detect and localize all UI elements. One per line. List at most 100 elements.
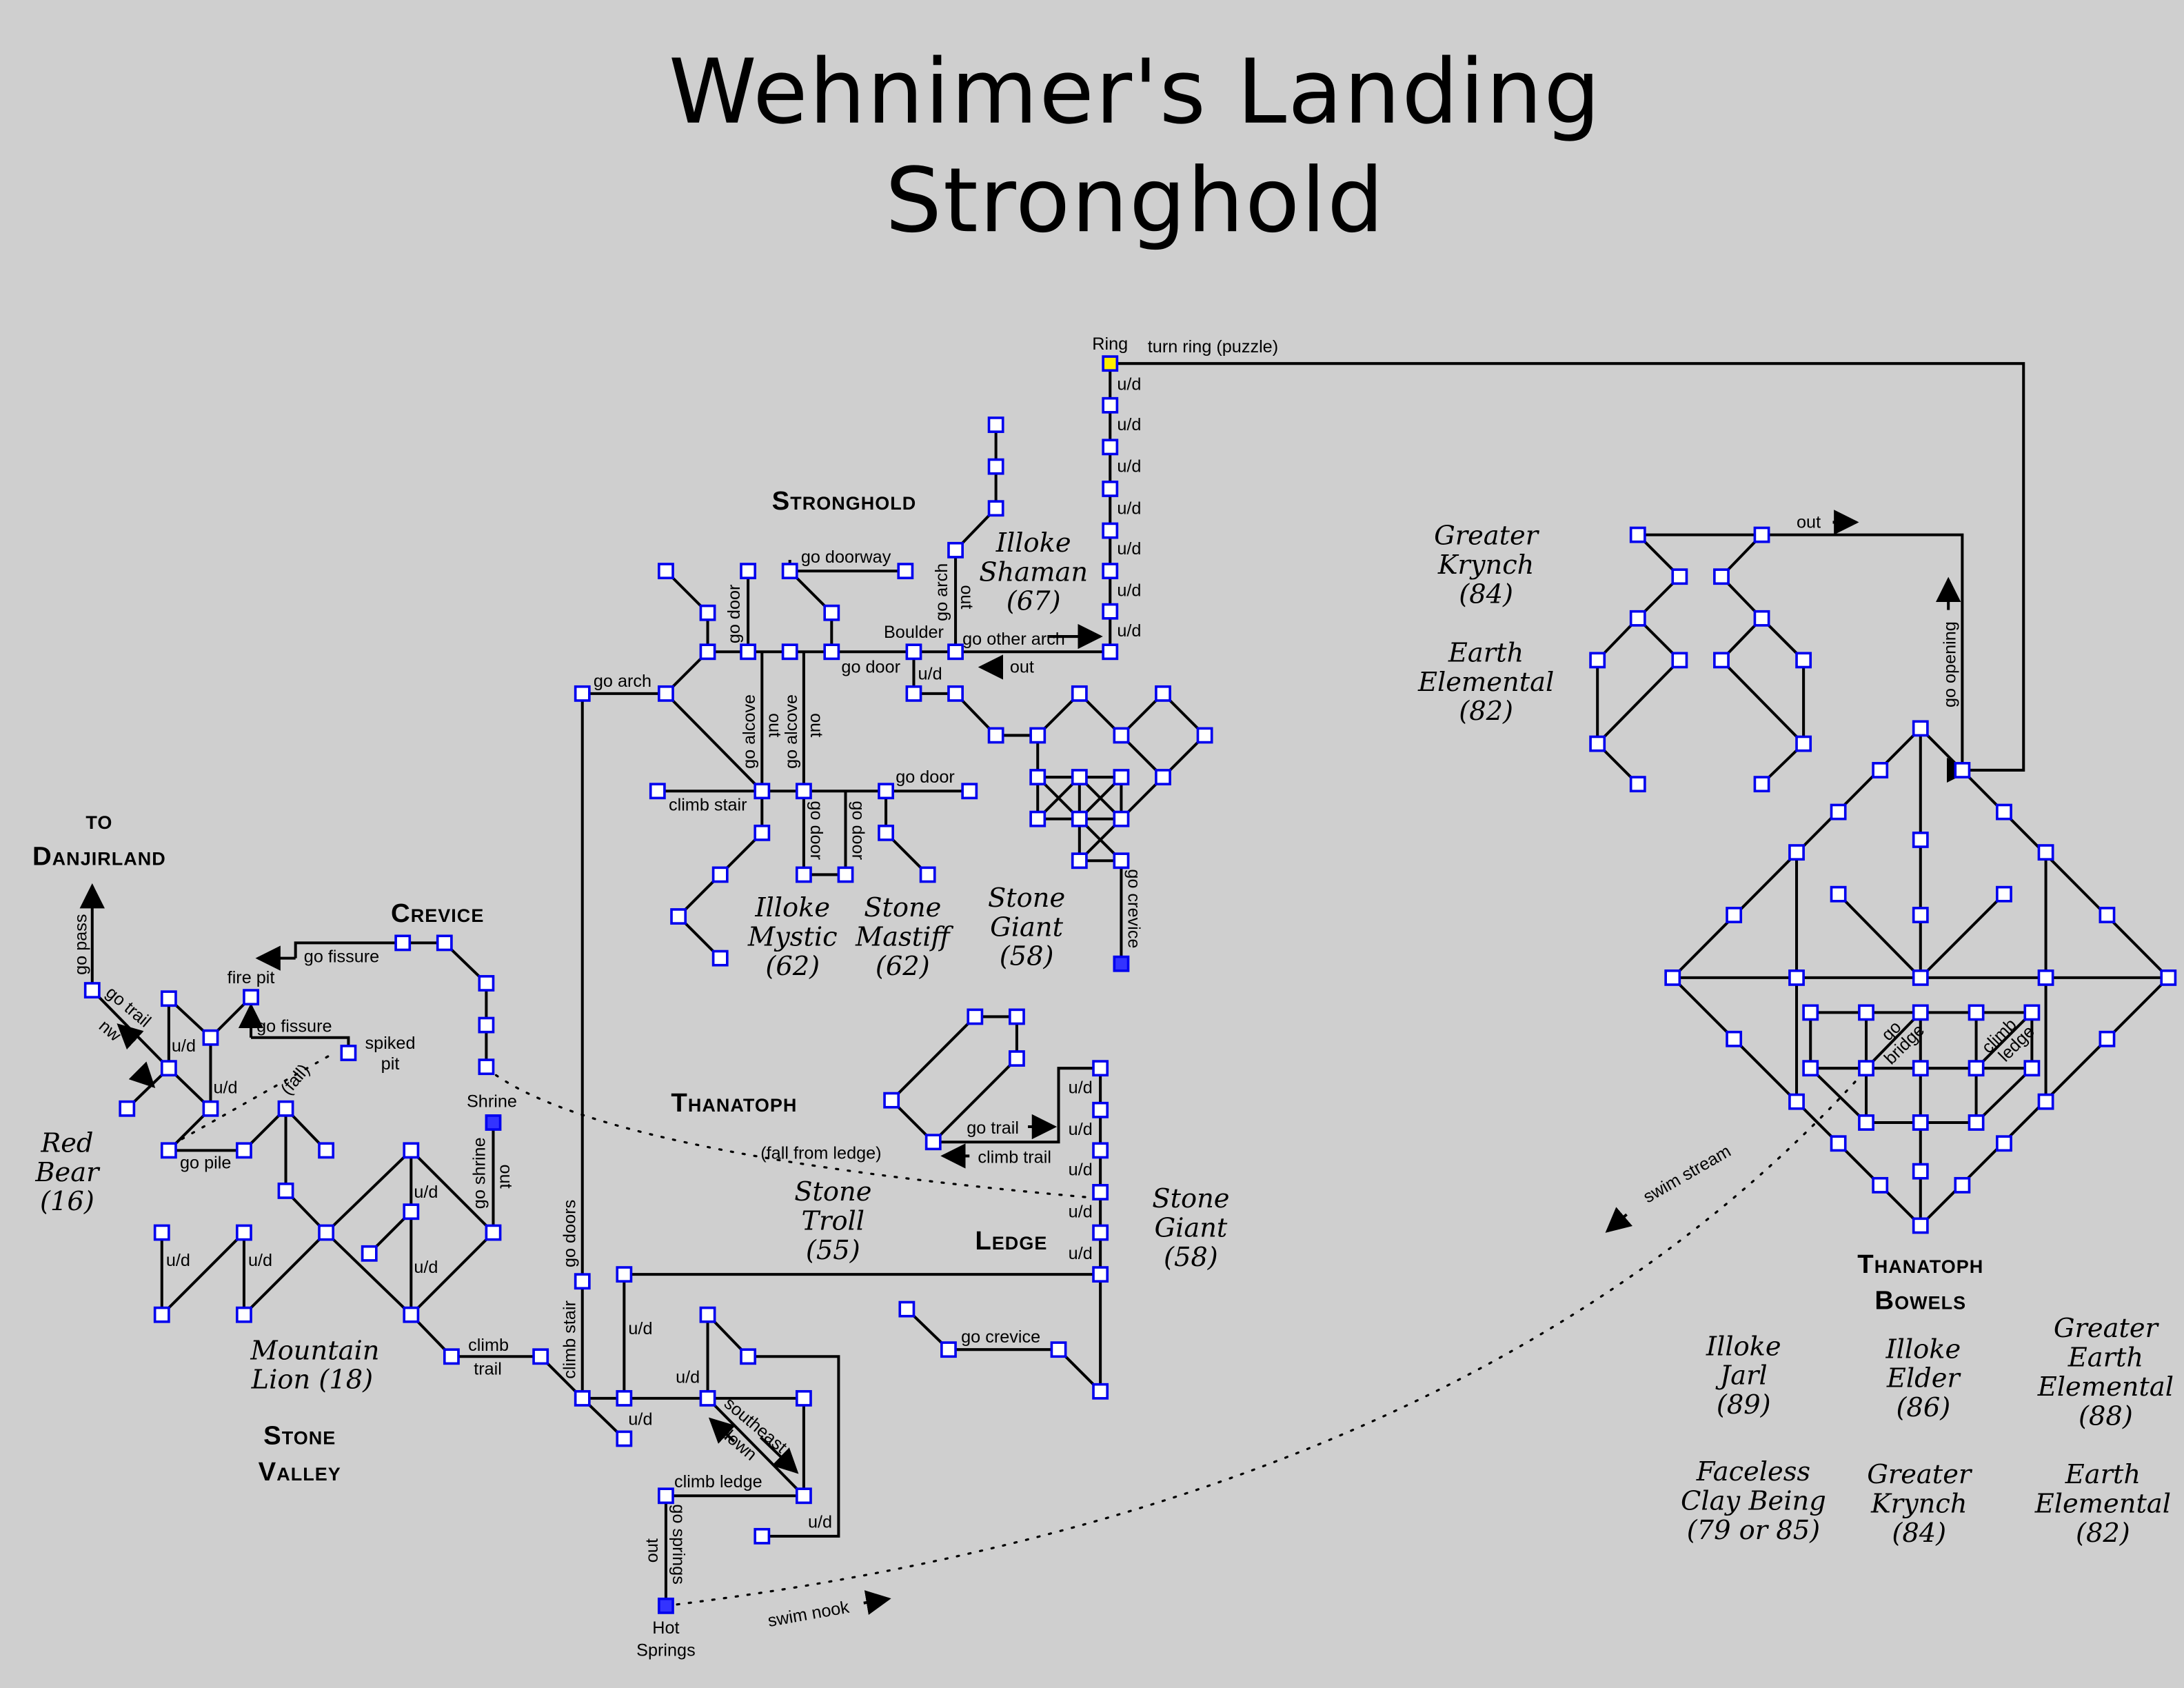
room-node[interactable]: [2023, 1060, 2041, 1077]
room-node[interactable]: [340, 1045, 357, 1061]
room-node[interactable]: [711, 950, 729, 967]
room-node[interactable]: [1795, 652, 1812, 669]
room-node[interactable]: [1071, 852, 1088, 870]
room-node[interactable]: [1671, 652, 1688, 669]
room-node[interactable]: [1102, 522, 1119, 539]
room-node[interactable]: [1102, 643, 1119, 661]
room-node[interactable]: [1009, 1008, 1025, 1025]
room-node[interactable]: [1912, 969, 1929, 986]
room-node[interactable]: [837, 866, 854, 883]
room-node[interactable]: [403, 1142, 420, 1159]
room-node[interactable]: [947, 685, 964, 702]
room-node[interactable]: [478, 1058, 495, 1076]
room-node[interactable]: [2099, 1030, 2116, 1047]
room-node[interactable]: [754, 783, 771, 800]
room-node[interactable]: [616, 1389, 633, 1407]
room-node[interactable]: [924, 1134, 942, 1151]
room-node[interactable]: [740, 563, 757, 580]
room-node[interactable]: [478, 975, 495, 992]
room-node[interactable]: [699, 1389, 716, 1407]
room-node[interactable]: [883, 1092, 900, 1109]
room-node[interactable]: [1788, 969, 1805, 986]
room-node[interactable]: [443, 1348, 460, 1365]
room-node[interactable]: [1092, 1184, 1109, 1200]
hot-springs-room[interactable]: [658, 1597, 674, 1614]
room-node[interactable]: [2037, 1093, 2054, 1110]
room-node[interactable]: [160, 1142, 177, 1159]
room-node[interactable]: [1092, 1101, 1109, 1118]
room-node[interactable]: [947, 643, 964, 661]
room-node[interactable]: [403, 1306, 420, 1323]
room-node[interactable]: [1713, 652, 1730, 669]
room-node[interactable]: [1858, 1060, 1874, 1077]
room-node[interactable]: [1071, 685, 1088, 702]
room-node[interactable]: [1071, 810, 1088, 827]
room-node[interactable]: [1753, 526, 1770, 543]
room-node[interactable]: [2023, 1004, 2041, 1021]
room-node[interactable]: [878, 783, 894, 800]
room-node[interactable]: [1726, 907, 1743, 923]
room-node[interactable]: [1092, 1142, 1109, 1159]
room-node[interactable]: [1029, 810, 1046, 827]
room-node[interactable]: [898, 1300, 916, 1318]
room-node[interactable]: [897, 563, 914, 580]
room-node[interactable]: [1102, 481, 1119, 497]
room-node[interactable]: [649, 783, 666, 800]
room-node[interactable]: [1788, 1093, 1805, 1110]
room-node[interactable]: [2099, 907, 2116, 923]
room-node[interactable]: [1102, 439, 1119, 456]
room-node[interactable]: [1954, 762, 1971, 778]
room-node[interactable]: [403, 1203, 420, 1220]
room-node[interactable]: [699, 643, 716, 661]
room-node[interactable]: [1155, 769, 1171, 785]
room-node[interactable]: [1092, 1383, 1109, 1400]
room-node[interactable]: [699, 1306, 716, 1323]
room-node[interactable]: [878, 824, 894, 841]
room-node[interactable]: [1858, 1114, 1874, 1131]
room-node[interactable]: [485, 1224, 502, 1241]
room-node[interactable]: [711, 866, 729, 883]
room-node[interactable]: [1802, 1060, 1819, 1077]
room-node[interactable]: [574, 685, 591, 702]
room-node[interactable]: [478, 1016, 495, 1034]
room-node[interactable]: [1968, 1060, 1985, 1077]
room-node[interactable]: [987, 416, 1004, 433]
room-node[interactable]: [1795, 735, 1812, 752]
room-node[interactable]: [1872, 762, 1889, 778]
room-node[interactable]: [1092, 1266, 1109, 1283]
room-node[interactable]: [1155, 685, 1171, 702]
room-node[interactable]: [795, 1487, 812, 1505]
room-node[interactable]: [905, 643, 922, 661]
room-node[interactable]: [1589, 652, 1606, 669]
room-node[interactable]: [153, 1306, 170, 1323]
room-node[interactable]: [1912, 1163, 1929, 1180]
room-node[interactable]: [1092, 1060, 1109, 1077]
room-node[interactable]: [160, 1060, 177, 1077]
room-node[interactable]: [1113, 852, 1130, 870]
ring-puzzle-room[interactable]: [1102, 355, 1119, 372]
room-node[interactable]: [2160, 969, 2177, 986]
room-node[interactable]: [1954, 1176, 1971, 1194]
room-node[interactable]: [1629, 776, 1646, 793]
room-node[interactable]: [1788, 844, 1805, 861]
room-node[interactable]: [1996, 803, 2012, 821]
room-node[interactable]: [1912, 832, 1929, 848]
crevice-exit-room[interactable]: [1113, 955, 1130, 972]
room-node[interactable]: [1830, 803, 1847, 821]
room-node[interactable]: [1113, 810, 1130, 827]
room-node[interactable]: [670, 908, 687, 925]
room-node[interactable]: [83, 982, 101, 998]
room-node[interactable]: [1029, 727, 1046, 744]
room-node[interactable]: [318, 1142, 335, 1159]
room-node[interactable]: [1912, 1217, 1929, 1234]
room-node[interactable]: [754, 1527, 771, 1545]
room-node[interactable]: [781, 643, 798, 661]
room-node[interactable]: [1912, 1004, 1929, 1021]
room-node[interactable]: [119, 1100, 136, 1117]
room-node[interactable]: [1102, 396, 1119, 414]
room-node[interactable]: [318, 1224, 335, 1241]
room-node[interactable]: [987, 458, 1004, 475]
room-node[interactable]: [616, 1266, 633, 1283]
room-node[interactable]: [1968, 1114, 1985, 1131]
room-node[interactable]: [1196, 727, 1213, 744]
